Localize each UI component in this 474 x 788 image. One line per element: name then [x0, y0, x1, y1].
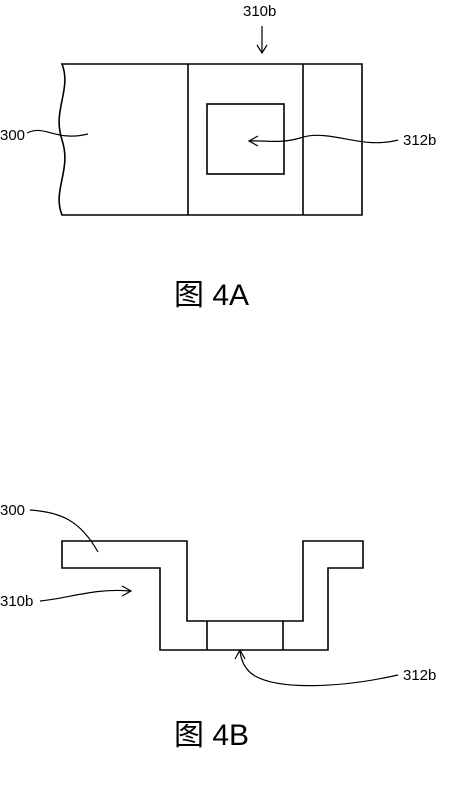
- leader-310b-b: [39, 589, 131, 602]
- leader-312b-b: [239, 650, 399, 687]
- label-300-a: 300: [0, 127, 25, 144]
- caption-4a: 图 4A: [174, 279, 249, 312]
- label-300-b: 300: [0, 502, 25, 519]
- cross-section-outline: [61, 540, 364, 651]
- arrowhead-312b-a: [247, 135, 259, 147]
- arrow-310b-head: [256, 44, 268, 55]
- substrate-plan-outline: [58, 63, 363, 216]
- arrowhead-312b-b: [234, 648, 246, 660]
- leader-312b-a: [249, 134, 399, 144]
- arrowhead-310b-b: [121, 585, 133, 597]
- label-312b-a: 312b: [403, 132, 436, 149]
- figure-4a: 310b 300 312b 图 4A: [0, 3, 436, 312]
- leader-300-b: [29, 509, 99, 553]
- figure-4b: 300 310b 312b 图 4B: [0, 502, 436, 752]
- leader-300-a: [26, 129, 89, 137]
- label-312b-b: 312b: [403, 667, 436, 684]
- inner-square-312b: [206, 103, 285, 175]
- caption-4b: 图 4B: [174, 719, 249, 752]
- label-310b-top: 310b: [243, 3, 276, 20]
- label-310b-b: 310b: [0, 593, 33, 610]
